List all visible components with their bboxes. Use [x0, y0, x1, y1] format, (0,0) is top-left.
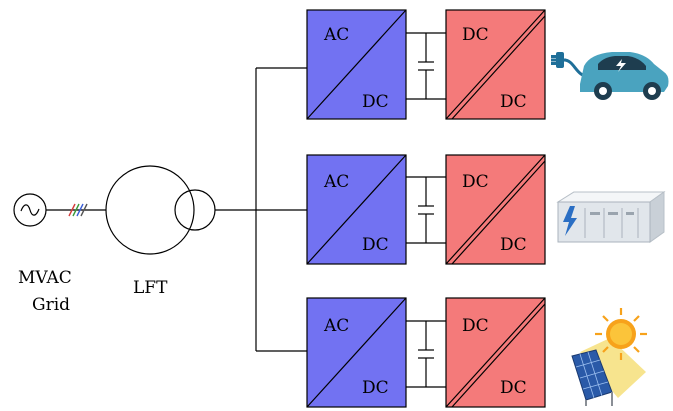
dcdc-diagonal — [445, 154, 546, 265]
dcdc-output-label: DC — [500, 92, 527, 112]
acdc-input-label: AC — [323, 25, 349, 45]
converter-row-1: AC DC DC DC — [306, 9, 546, 120]
transformer-secondary-winding — [174, 189, 216, 231]
acdc-output-label: DC — [362, 378, 389, 398]
acdc-diagonal — [306, 297, 407, 408]
dcdc-input-label: DC — [462, 316, 489, 336]
dcdc-output-label: DC — [500, 378, 527, 398]
dcdc-diagonal — [445, 9, 546, 120]
ac-source — [13, 193, 47, 227]
acdc-input-label: AC — [323, 172, 349, 192]
transformer — [105, 165, 216, 255]
sun-icon — [595, 308, 647, 360]
solar-panel-icon — [571, 308, 647, 406]
acdc-diagonal — [306, 154, 407, 265]
dcdc-input-label: DC — [462, 172, 489, 192]
three-phase-marker-icon — [68, 203, 88, 217]
dcdc-diagonal — [445, 297, 546, 408]
converter-row-2: AC DC DC DC — [306, 154, 546, 265]
acdc-output-label: DC — [362, 92, 389, 112]
source-label-line2: Grid — [32, 295, 70, 315]
acdc-output-label: DC — [362, 235, 389, 255]
acdc-input-label: AC — [323, 316, 349, 336]
dcdc-output-label: DC — [500, 235, 527, 255]
converter-row-3: AC DC DC DC — [306, 297, 546, 408]
battery-storage-icon — [556, 191, 666, 243]
source-label-line1: MVAC — [18, 268, 72, 288]
acdc-diagonal — [306, 9, 407, 120]
transformer-primary-winding — [105, 165, 195, 255]
ev-charger-icon — [551, 52, 669, 100]
transformer-label: LFT — [133, 278, 168, 298]
sine-wave-icon — [20, 204, 40, 216]
dcdc-input-label: DC — [462, 25, 489, 45]
